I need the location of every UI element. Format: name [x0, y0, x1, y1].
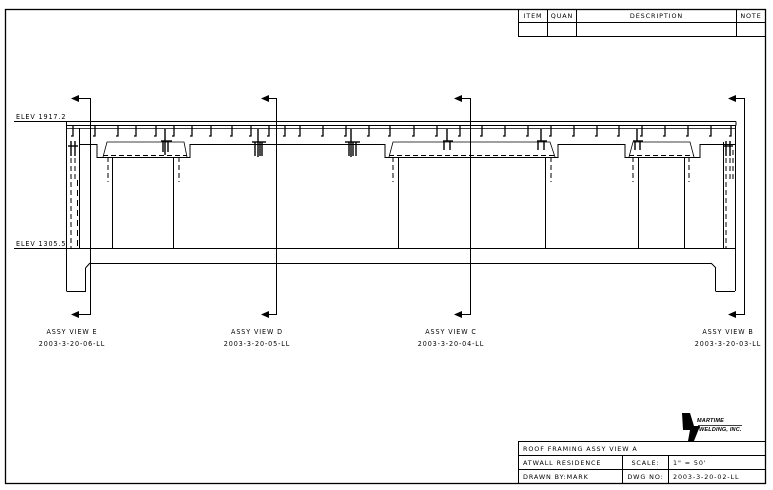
- section-view-b-label: ASSY VIEW B: [702, 327, 754, 337]
- logo-line1: MARTIME: [697, 418, 724, 424]
- section-view-d-dwg: 2003-3-20-05-LL: [223, 339, 291, 349]
- drawn-by: DRAWN BY:MARK: [523, 472, 589, 481]
- parts-list-header-description: DESCRIPTION: [629, 12, 684, 20]
- scale-label: SCALE:: [631, 458, 660, 467]
- section-view-c-label: ASSY VIEW C: [425, 327, 477, 337]
- dwg-no-label: DWG NO:: [627, 472, 664, 481]
- elevation-top-label: ELEV 1917.2: [16, 112, 67, 122]
- parts-list-grid: [518, 9, 766, 37]
- scale-value: 1" = 50': [673, 458, 707, 467]
- section-view-e-label: ASSY VIEW E: [46, 327, 98, 337]
- sheet-border: [4, 8, 767, 485]
- section-view-c-dwg: 2003-3-20-04-LL: [417, 339, 485, 349]
- parts-list-header-note: NOTE: [740, 12, 762, 20]
- section-cut-lines: [72, 98, 745, 315]
- joist-hangers: [71, 126, 732, 137]
- title-block-grid: [518, 441, 766, 484]
- section-view-b-dwg: 2003-3-20-03-LL: [694, 339, 762, 349]
- logo-line2: WELDING, INC.: [699, 427, 742, 433]
- drawing-title: ROOF FRAMING ASSY VIEW A: [523, 444, 638, 453]
- parts-list-header-quan: QUAN: [550, 12, 574, 20]
- elevation-bottom-label: ELEV 1305.5: [16, 239, 67, 249]
- dwg-no-value: 2003-3-20-02-LL: [673, 472, 740, 481]
- parts-list-header-item: ITEM: [523, 12, 543, 20]
- section-view-d-label: ASSY VIEW D: [231, 327, 283, 337]
- section-arrows: [71, 95, 736, 318]
- bolted-connections: [68, 129, 733, 157]
- section-view-e-dwg: 2003-3-20-06-LL: [38, 339, 106, 349]
- project-name: ATWALL RESIDENCE: [523, 458, 602, 467]
- company-logo-mark: [682, 413, 700, 441]
